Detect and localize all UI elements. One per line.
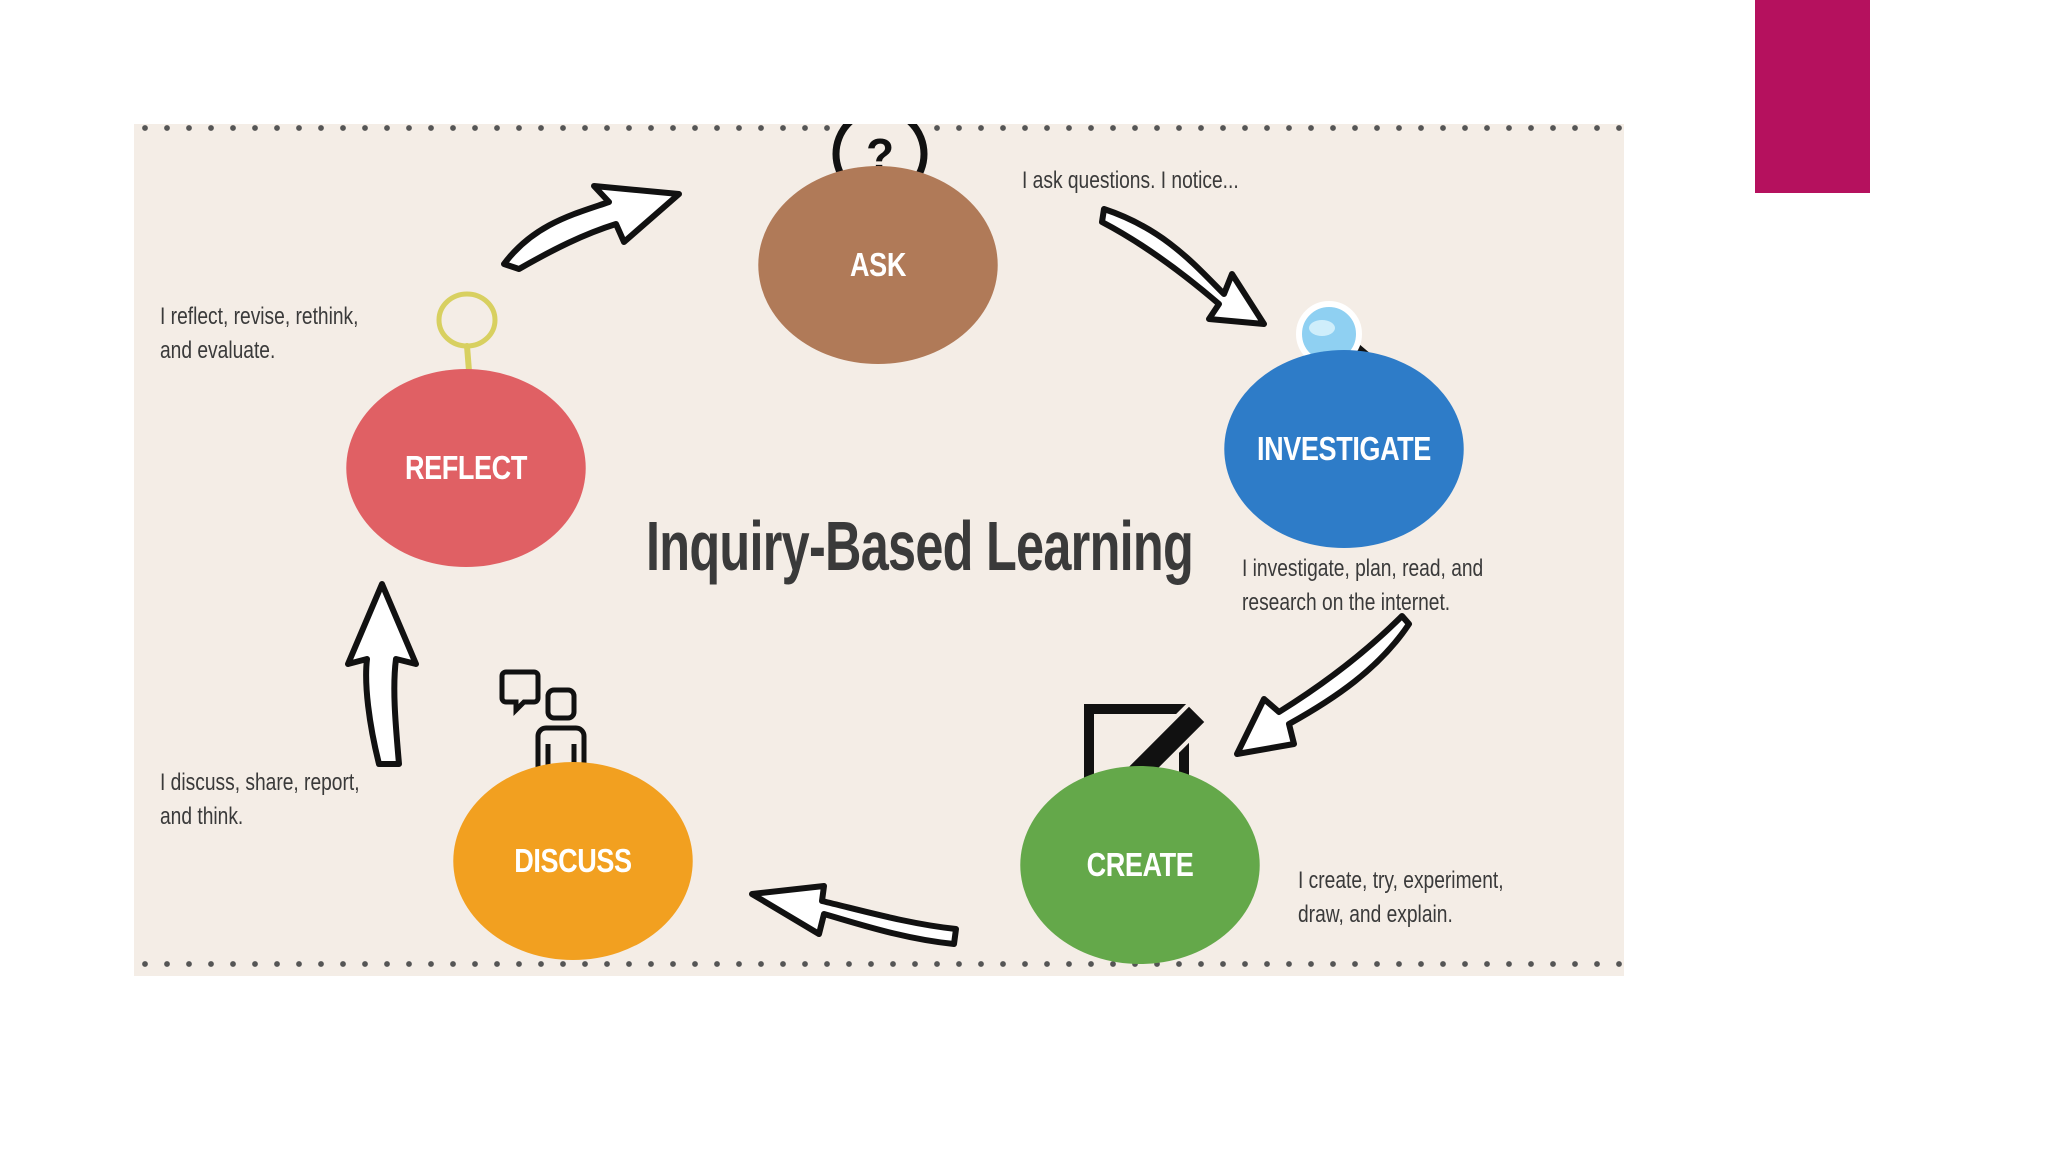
arrow-discuss-to-reflect	[345, 581, 419, 767]
node-create: CREATE	[1020, 766, 1260, 964]
node-investigate-label: INVESTIGATE	[1257, 430, 1431, 467]
diagram-title: Inquiry-Based Learning	[646, 507, 1194, 585]
node-create-label: CREATE	[1086, 846, 1194, 883]
discuss-description: I discuss, share, report, and think.	[160, 769, 360, 830]
arrow-reflect-to-ask	[501, 183, 682, 272]
node-discuss: DISCUSS	[453, 762, 693, 960]
arrow-investigate-to-create	[1234, 613, 1412, 757]
arrow-ask-to-investigate	[1099, 206, 1267, 327]
create-description: I create, try, experiment, draw, and exp…	[1298, 867, 1504, 928]
reflect-description: I reflect, revise, rethink, and evaluate…	[160, 303, 359, 364]
arrow-create-to-discuss	[749, 883, 959, 947]
node-discuss-label: DISCUSS	[514, 842, 632, 879]
person-speech-icon	[499, 669, 587, 779]
node-investigate: INVESTIGATE	[1224, 350, 1464, 548]
node-reflect: REFLECT	[346, 369, 586, 567]
ask-description: I ask questions. I notice...	[1022, 167, 1239, 194]
node-ask-label: ASK	[850, 246, 906, 283]
investigate-description: I investigate, plan, read, and research …	[1242, 555, 1484, 616]
diagram-graphics: ?	[345, 124, 1412, 947]
inquiry-diagram: ? ASK INVESTIGATE	[134, 124, 1624, 976]
bottom-dotted-border	[134, 960, 1624, 968]
node-ask: ASK	[758, 166, 998, 364]
slide-accent-bar	[1755, 0, 1870, 193]
node-reflect-label: REFLECT	[405, 449, 527, 486]
